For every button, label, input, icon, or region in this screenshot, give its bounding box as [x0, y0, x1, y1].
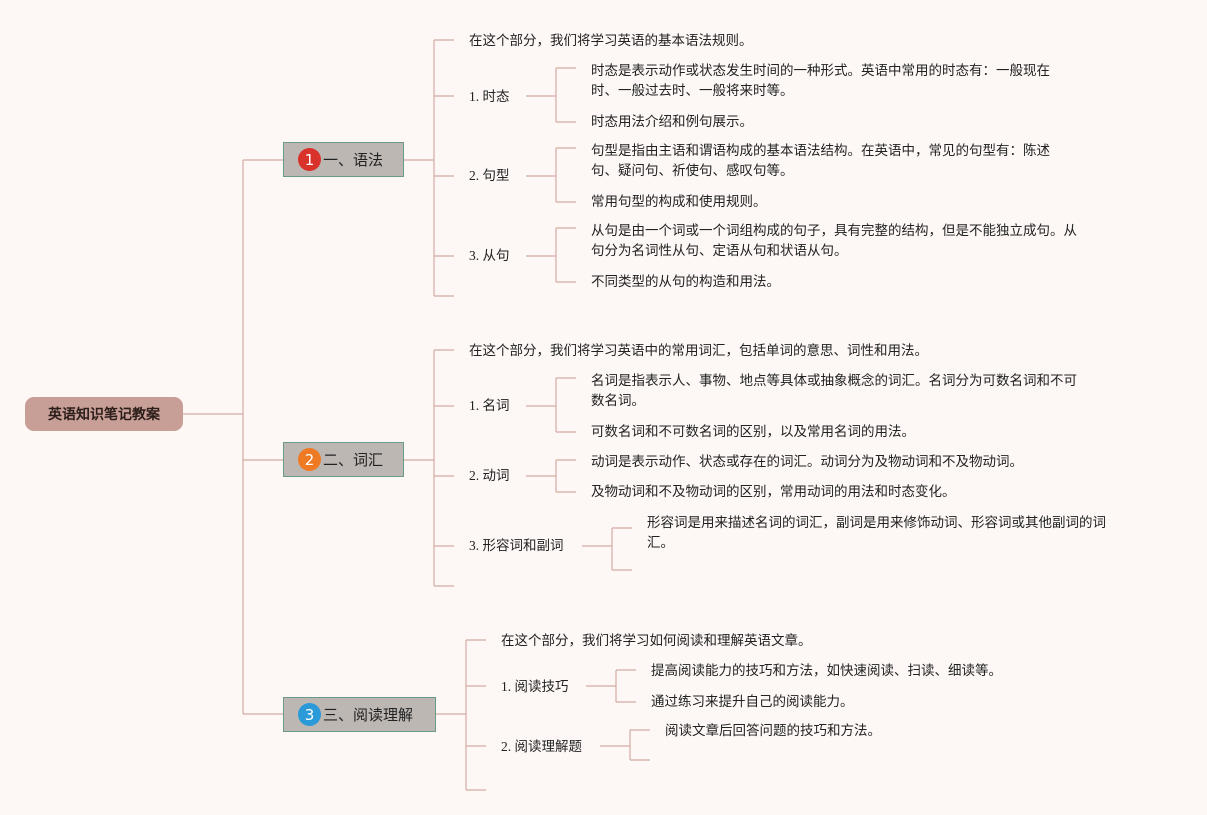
section-label: 二、词汇 [323, 451, 384, 469]
topic-sentence-pattern[interactable]: 2. 句型 [469, 168, 510, 183]
intro-text[interactable]: 在这个部分，我们将学习英语中的常用词汇，包括单词的意思、词性和用法。 [469, 343, 928, 359]
point-text[interactable]: 名词是指表示人、事物、地点等具体或抽象概念的词汇。名词分为可数名词和不可数名词。 [591, 373, 1077, 409]
badge-number-3: 3 [298, 703, 321, 726]
topic-verb[interactable]: 2. 动词 [469, 468, 510, 483]
badge-number-1: 1 [298, 148, 321, 171]
point-text[interactable]: 可数名词和不可数名词的区别，以及常用名词的用法。 [591, 424, 915, 440]
point-text[interactable]: 句型是指由主语和谓语构成的基本语法结构。在英语中，常见的句型有：陈述句、疑问句、… [591, 143, 1050, 179]
badge-number-2: 2 [298, 448, 321, 471]
topic-reading-questions[interactable]: 2. 阅读理解题 [501, 739, 582, 754]
topic-reading-skills[interactable]: 1. 阅读技巧 [501, 679, 569, 694]
point-text[interactable]: 时态用法介绍和例句展示。 [591, 114, 753, 130]
section-grammar[interactable]: 1 一、语法 [283, 142, 404, 177]
point-text[interactable]: 从句是由一个词或一个词组构成的句子，具有完整的结构，但是不能独立成句。从句分为名… [591, 223, 1077, 259]
section-vocabulary[interactable]: 2 二、词汇 [283, 442, 404, 477]
root-topic[interactable]: 英语知识笔记教案 [25, 397, 183, 431]
point-text[interactable]: 常用句型的构成和使用规则。 [591, 194, 767, 210]
point-text[interactable]: 不同类型的从句的构造和用法。 [591, 274, 780, 290]
intro-text[interactable]: 在这个部分，我们将学习如何阅读和理解英语文章。 [501, 633, 812, 649]
point-text[interactable]: 提高阅读能力的技巧和方法，如快速阅读、扫读、细读等。 [651, 663, 1002, 679]
topic-clause[interactable]: 3. 从句 [469, 248, 510, 263]
section-label: 三、阅读理解 [323, 706, 414, 724]
section-label: 一、语法 [323, 151, 384, 169]
point-text[interactable]: 时态是表示动作或状态发生时间的一种形式。英语中常用的时态有：一般现在时、一般过去… [591, 63, 1050, 99]
topic-noun[interactable]: 1. 名词 [469, 398, 510, 413]
topic-tense[interactable]: 1. 时态 [469, 89, 510, 104]
intro-text[interactable]: 在这个部分，我们将学习英语的基本语法规则。 [469, 33, 753, 49]
point-text[interactable]: 通过练习来提升自己的阅读能力。 [651, 694, 854, 710]
point-text[interactable]: 形容词是用来描述名词的词汇，副词是用来修饰动词、形容词或其他副词的词汇。 [647, 515, 1106, 551]
point-text[interactable]: 阅读文章后回答问题的技巧和方法。 [665, 723, 881, 739]
topic-adjective-adverb[interactable]: 3. 形容词和副词 [469, 538, 564, 553]
point-text[interactable]: 及物动词和不及物动词的区别，常用动词的用法和时态变化。 [591, 484, 956, 500]
point-text[interactable]: 动词是表示动作、状态或存在的词汇。动词分为及物动词和不及物动词。 [591, 454, 1023, 470]
section-reading[interactable]: 3 三、阅读理解 [283, 697, 436, 732]
